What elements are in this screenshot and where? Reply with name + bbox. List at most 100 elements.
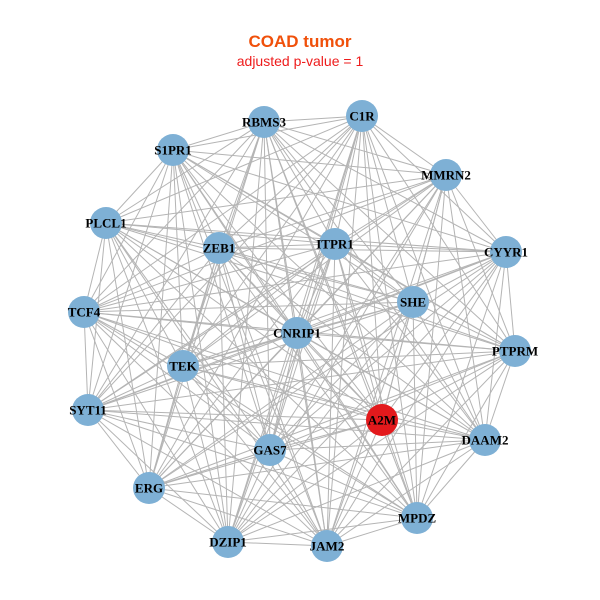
node-circle[interactable] <box>167 350 199 382</box>
edge-PLCL1-A2M <box>105 222 383 421</box>
node-ptprm[interactable]: PTPRM <box>492 335 538 367</box>
edge-ZEB1-PTPRM <box>218 247 516 352</box>
node-cyyr1[interactable]: CYYR1 <box>484 236 528 268</box>
edge-MMRN2-DZIP1 <box>227 174 447 543</box>
edge-C1R-ZEB1 <box>218 115 363 249</box>
node-label: ZEB1 <box>203 241 236 256</box>
edge-ITPR1-CNRIP1 <box>296 243 336 334</box>
node-zeb1[interactable]: ZEB1 <box>203 232 236 264</box>
edge-CNRIP1-GAS7 <box>269 332 298 451</box>
edge-SHE-ERG <box>148 301 414 489</box>
node-label: MPDZ <box>398 511 437 526</box>
edge-TEK-JAM2 <box>182 365 328 547</box>
node-a2m[interactable]: A2M <box>366 404 398 436</box>
edge-CNRIP1-MPDZ <box>296 332 418 519</box>
node-mpdz[interactable]: MPDZ <box>398 502 437 534</box>
edge-ZEB1-SHE <box>218 247 414 303</box>
edge-TCF4-SYT11 <box>83 311 89 411</box>
node-circle[interactable] <box>68 296 100 328</box>
node-circle[interactable] <box>212 526 244 558</box>
edge-S1PR1-PLCL1 <box>105 149 174 224</box>
edge-ZEB1-TCF4 <box>83 247 220 313</box>
edge-PLCL1-PTPRM <box>105 222 516 352</box>
edge-TEK-DAAM2 <box>182 365 486 441</box>
node-plcl1[interactable]: PLCL1 <box>85 207 127 239</box>
edge-ERG-MPDZ <box>148 487 418 519</box>
edge-CYYR1-ERG <box>148 251 507 489</box>
node-circle[interactable] <box>499 335 531 367</box>
node-circle[interactable] <box>401 502 433 534</box>
node-dzip1[interactable]: DZIP1 <box>209 526 247 558</box>
edge-C1R-SHE <box>361 115 414 303</box>
node-s1pr1[interactable]: S1PR1 <box>154 134 192 166</box>
edge-GAS7-JAM2 <box>269 449 328 547</box>
edge-PTPRM-SYT11 <box>87 350 516 411</box>
node-tek[interactable]: TEK <box>167 350 199 382</box>
edge-CYYR1-MPDZ <box>416 251 507 519</box>
edge-CYYR1-DAAM2 <box>484 251 507 441</box>
edge-TEK-SYT11 <box>87 365 184 411</box>
node-label: S1PR1 <box>154 143 192 158</box>
edge-PLCL1-GAS7 <box>105 222 271 451</box>
node-c1r[interactable]: C1R <box>346 100 378 132</box>
node-circle[interactable] <box>469 424 501 456</box>
node-circle[interactable] <box>490 236 522 268</box>
edge-PLCL1-ERG <box>105 222 150 489</box>
node-itpr1[interactable]: ITPR1 <box>316 228 354 260</box>
node-circle[interactable] <box>346 100 378 132</box>
node-mmrn2[interactable]: MMRN2 <box>421 159 471 191</box>
edge-CYYR1-A2M <box>381 251 507 421</box>
edge-S1PR1-MMRN2 <box>172 149 447 176</box>
node-rbms3[interactable]: RBMS3 <box>242 106 287 138</box>
node-gas7[interactable]: GAS7 <box>253 434 287 466</box>
node-she[interactable]: SHE <box>397 286 429 318</box>
edge-ZEB1-DAAM2 <box>218 247 486 441</box>
node-daam2[interactable]: DAAM2 <box>462 424 509 456</box>
node-circle[interactable] <box>254 434 286 466</box>
node-label: PLCL1 <box>85 216 126 231</box>
node-circle[interactable] <box>311 530 343 562</box>
edge-RBMS3-DAAM2 <box>263 121 486 441</box>
edge-MMRN2-PTPRM <box>445 174 516 352</box>
node-circle[interactable] <box>90 207 122 239</box>
edge-ERG-JAM2 <box>148 487 328 547</box>
edge-C1R-DAAM2 <box>361 115 486 441</box>
node-label: MMRN2 <box>421 168 471 183</box>
node-cnrip1[interactable]: CNRIP1 <box>273 317 321 349</box>
node-circle[interactable] <box>157 134 189 166</box>
node-circle[interactable] <box>366 404 398 436</box>
edge-ITPR1-ZEB1 <box>218 243 336 249</box>
edge-PLCL1-CYYR1 <box>105 222 507 253</box>
node-circle[interactable] <box>281 317 313 349</box>
node-erg[interactable]: ERG <box>133 472 165 504</box>
edge-TCF4-DZIP1 <box>83 311 229 543</box>
edge-C1R-CNRIP1 <box>296 115 363 334</box>
node-circle[interactable] <box>397 286 429 318</box>
node-circle[interactable] <box>319 228 351 260</box>
edge-A2M-JAM2 <box>326 419 383 547</box>
edge-MMRN2-ZEB1 <box>218 174 447 249</box>
edge-MMRN2-TCF4 <box>83 174 447 313</box>
edge-A2M-DZIP1 <box>227 419 383 543</box>
edge-PLCL1-TEK <box>105 222 184 367</box>
edge-DAAM2-MPDZ <box>416 439 486 519</box>
edge-RBMS3-PLCL1 <box>105 121 265 224</box>
node-syt11[interactable]: SYT11 <box>69 394 107 426</box>
node-tcf4[interactable]: TCF4 <box>68 296 101 328</box>
node-circle[interactable] <box>248 106 280 138</box>
edge-TEK-A2M <box>182 365 383 421</box>
edge-CNRIP1-DAAM2 <box>296 332 486 441</box>
node-circle[interactable] <box>72 394 104 426</box>
edge-S1PR1-GAS7 <box>172 149 271 451</box>
node-label: DZIP1 <box>209 535 247 550</box>
edge-ITPR1-SYT11 <box>87 243 336 411</box>
edge-CNRIP1-JAM2 <box>296 332 328 547</box>
node-circle[interactable] <box>133 472 165 504</box>
edge-PTPRM-A2M <box>381 350 516 421</box>
node-jam2[interactable]: JAM2 <box>310 530 345 562</box>
edge-TEK-DZIP1 <box>182 365 229 543</box>
node-circle[interactable] <box>203 232 235 264</box>
node-circle[interactable] <box>430 159 462 191</box>
edge-ITPR1-ERG <box>148 243 336 489</box>
